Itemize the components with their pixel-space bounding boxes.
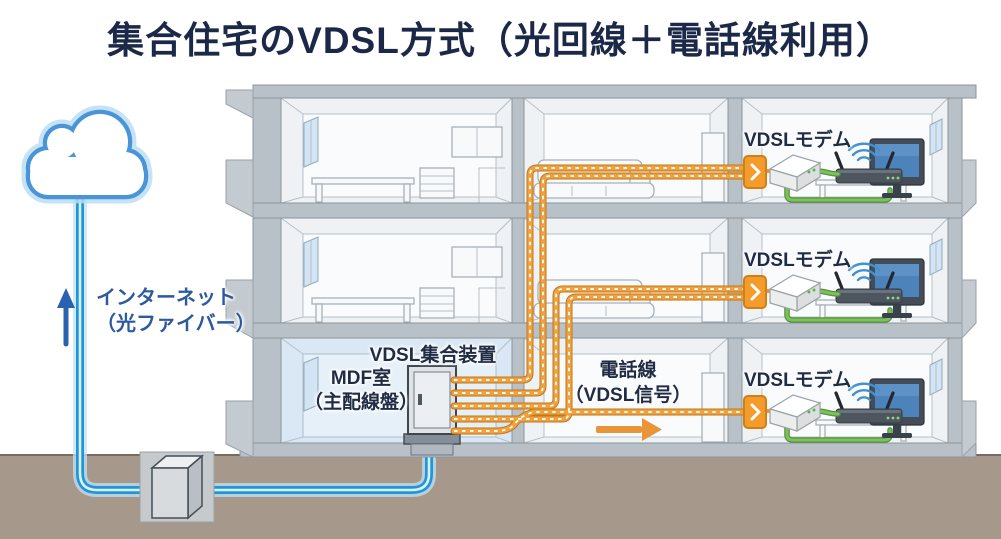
mdf-label-line1: MDF室 [330, 368, 392, 389]
internet-fiber-label: インターネット （光ファイバー） [96, 285, 256, 337]
fiber-optic-cable [73, 185, 436, 497]
phone-signal-arrow-icon [596, 418, 662, 441]
vdsl-aggregator-cabinet [403, 365, 461, 456]
diagram-title: 集合住宅のVDSL方式（光回線＋電話線利用） [107, 20, 894, 61]
internet-label-line1: インターネット [96, 287, 236, 309]
junction-box [139, 451, 215, 523]
vdsl-aggregator-label: VDSL集合装置 [369, 345, 497, 366]
vdsl-modem-label-floor1: VDSLモデム [744, 130, 852, 151]
vdsl-modem-label-floor2: VDSLモデム [744, 250, 852, 271]
mdf-label-line2: （主配線盤） [303, 392, 418, 413]
mdf-room-label: MDF室 （主配線盤） [298, 367, 424, 415]
phone-label-line1: 電話線 [599, 360, 657, 381]
internet-label-line2: （光ファイバー） [96, 313, 256, 335]
cloud-icon [21, 105, 153, 204]
upload-arrow-icon [57, 288, 75, 347]
phone-line-label: 電話線 （VDSL信号） [546, 358, 710, 408]
phone-label-line2: （VDSL信号） [564, 385, 692, 406]
vdsl-modem-label-floor3: VDSLモデム [744, 370, 852, 391]
